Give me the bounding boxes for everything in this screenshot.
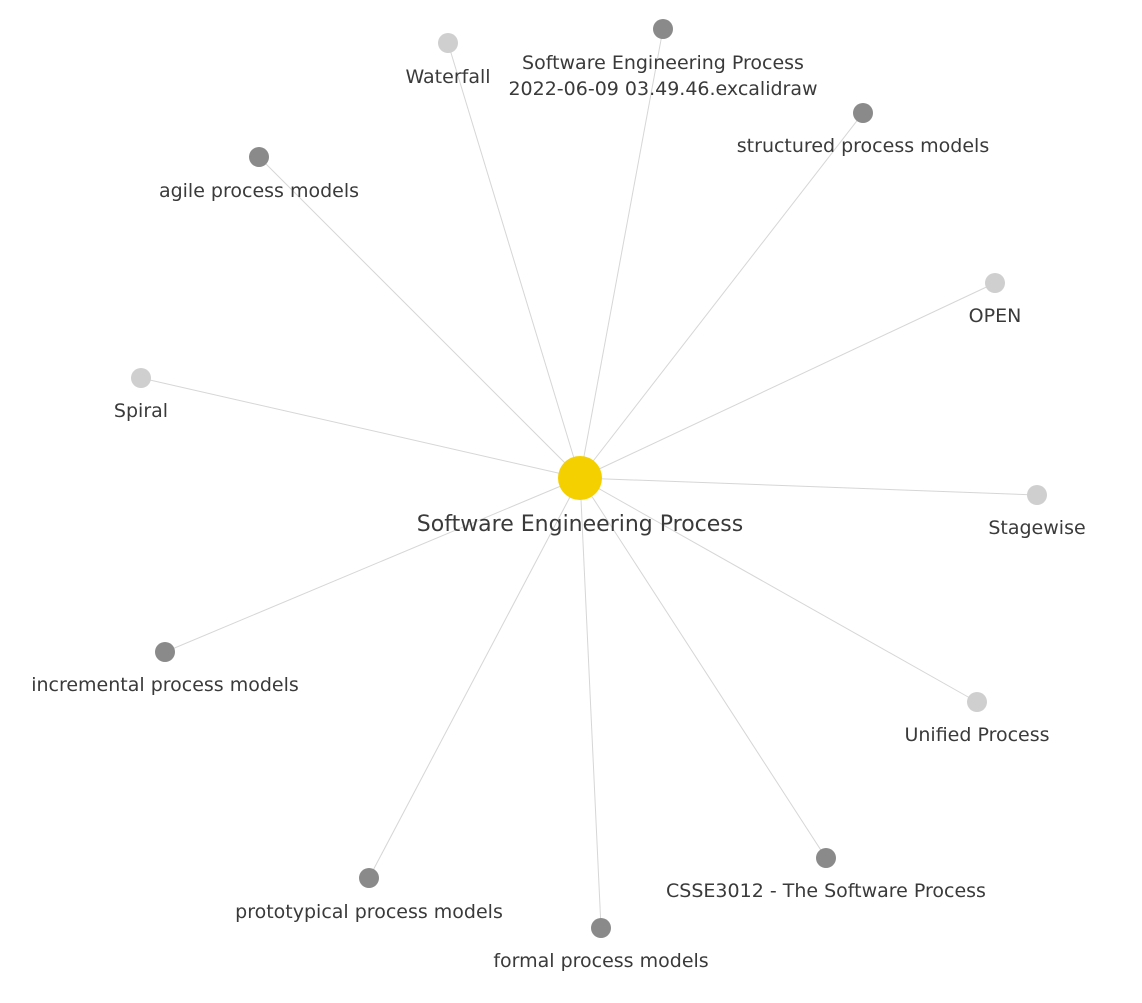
edge-formal-process-models bbox=[579, 477, 602, 929]
edge-csse3012-the-software-process bbox=[579, 477, 827, 859]
node-label-formal-process-models: formal process models bbox=[493, 950, 708, 972]
node-label-prototypical-process-models: prototypical process models bbox=[235, 901, 503, 923]
node-label-incremental-process-models: incremental process models bbox=[31, 674, 299, 696]
edge-incremental-process-models bbox=[164, 477, 581, 653]
node-label-software-engineering-process-excalidraw: Software Engineering Process bbox=[522, 52, 804, 74]
node-prototypical-process-models[interactable] bbox=[359, 868, 379, 888]
node-spiral[interactable] bbox=[131, 368, 151, 388]
graph-nodes bbox=[131, 19, 1047, 938]
edge-spiral bbox=[140, 377, 581, 479]
node-open[interactable] bbox=[985, 273, 1005, 293]
center-node-label: Software Engineering Process bbox=[417, 512, 743, 537]
node-agile-process-models[interactable] bbox=[249, 147, 269, 167]
node-csse3012-the-software-process[interactable] bbox=[816, 848, 836, 868]
edge-prototypical-process-models bbox=[368, 477, 581, 879]
node-label-unified-process: Unified Process bbox=[904, 724, 1049, 746]
edge-unified-process bbox=[579, 477, 978, 703]
edge-agile-process-models bbox=[258, 156, 581, 479]
edge-software-engineering-process bbox=[579, 28, 664, 479]
node-label-agile-process-models: agile process models bbox=[159, 180, 359, 202]
node-stagewise[interactable] bbox=[1027, 485, 1047, 505]
node-formal-process-models[interactable] bbox=[591, 918, 611, 938]
node-structured-process-models[interactable] bbox=[853, 103, 873, 123]
node-incremental-process-models[interactable] bbox=[155, 642, 175, 662]
node-unified-process[interactable] bbox=[967, 692, 987, 712]
node-software-engineering-process-excalidraw[interactable] bbox=[653, 19, 673, 39]
node-label-spiral: Spiral bbox=[114, 400, 168, 422]
edge-open bbox=[579, 282, 996, 479]
edge-waterfall bbox=[447, 42, 581, 479]
node-label-waterfall: Waterfall bbox=[405, 66, 490, 88]
edge-structured-process-models bbox=[579, 112, 864, 479]
node-label-structured-process-models: structured process models bbox=[737, 135, 989, 157]
node-label-line2-software-engineering-process-excalidraw: 2022-06-09 03.49.46.excalidraw bbox=[508, 78, 817, 100]
edge-stagewise bbox=[579, 477, 1038, 496]
center-node[interactable] bbox=[558, 456, 602, 500]
node-waterfall[interactable] bbox=[438, 33, 458, 53]
node-label-csse3012-the-software-process: CSSE3012 - The Software Process bbox=[666, 880, 986, 902]
node-label-open: OPEN bbox=[969, 305, 1022, 327]
graph-edges bbox=[140, 28, 1038, 929]
node-label-stagewise: Stagewise bbox=[988, 517, 1085, 539]
